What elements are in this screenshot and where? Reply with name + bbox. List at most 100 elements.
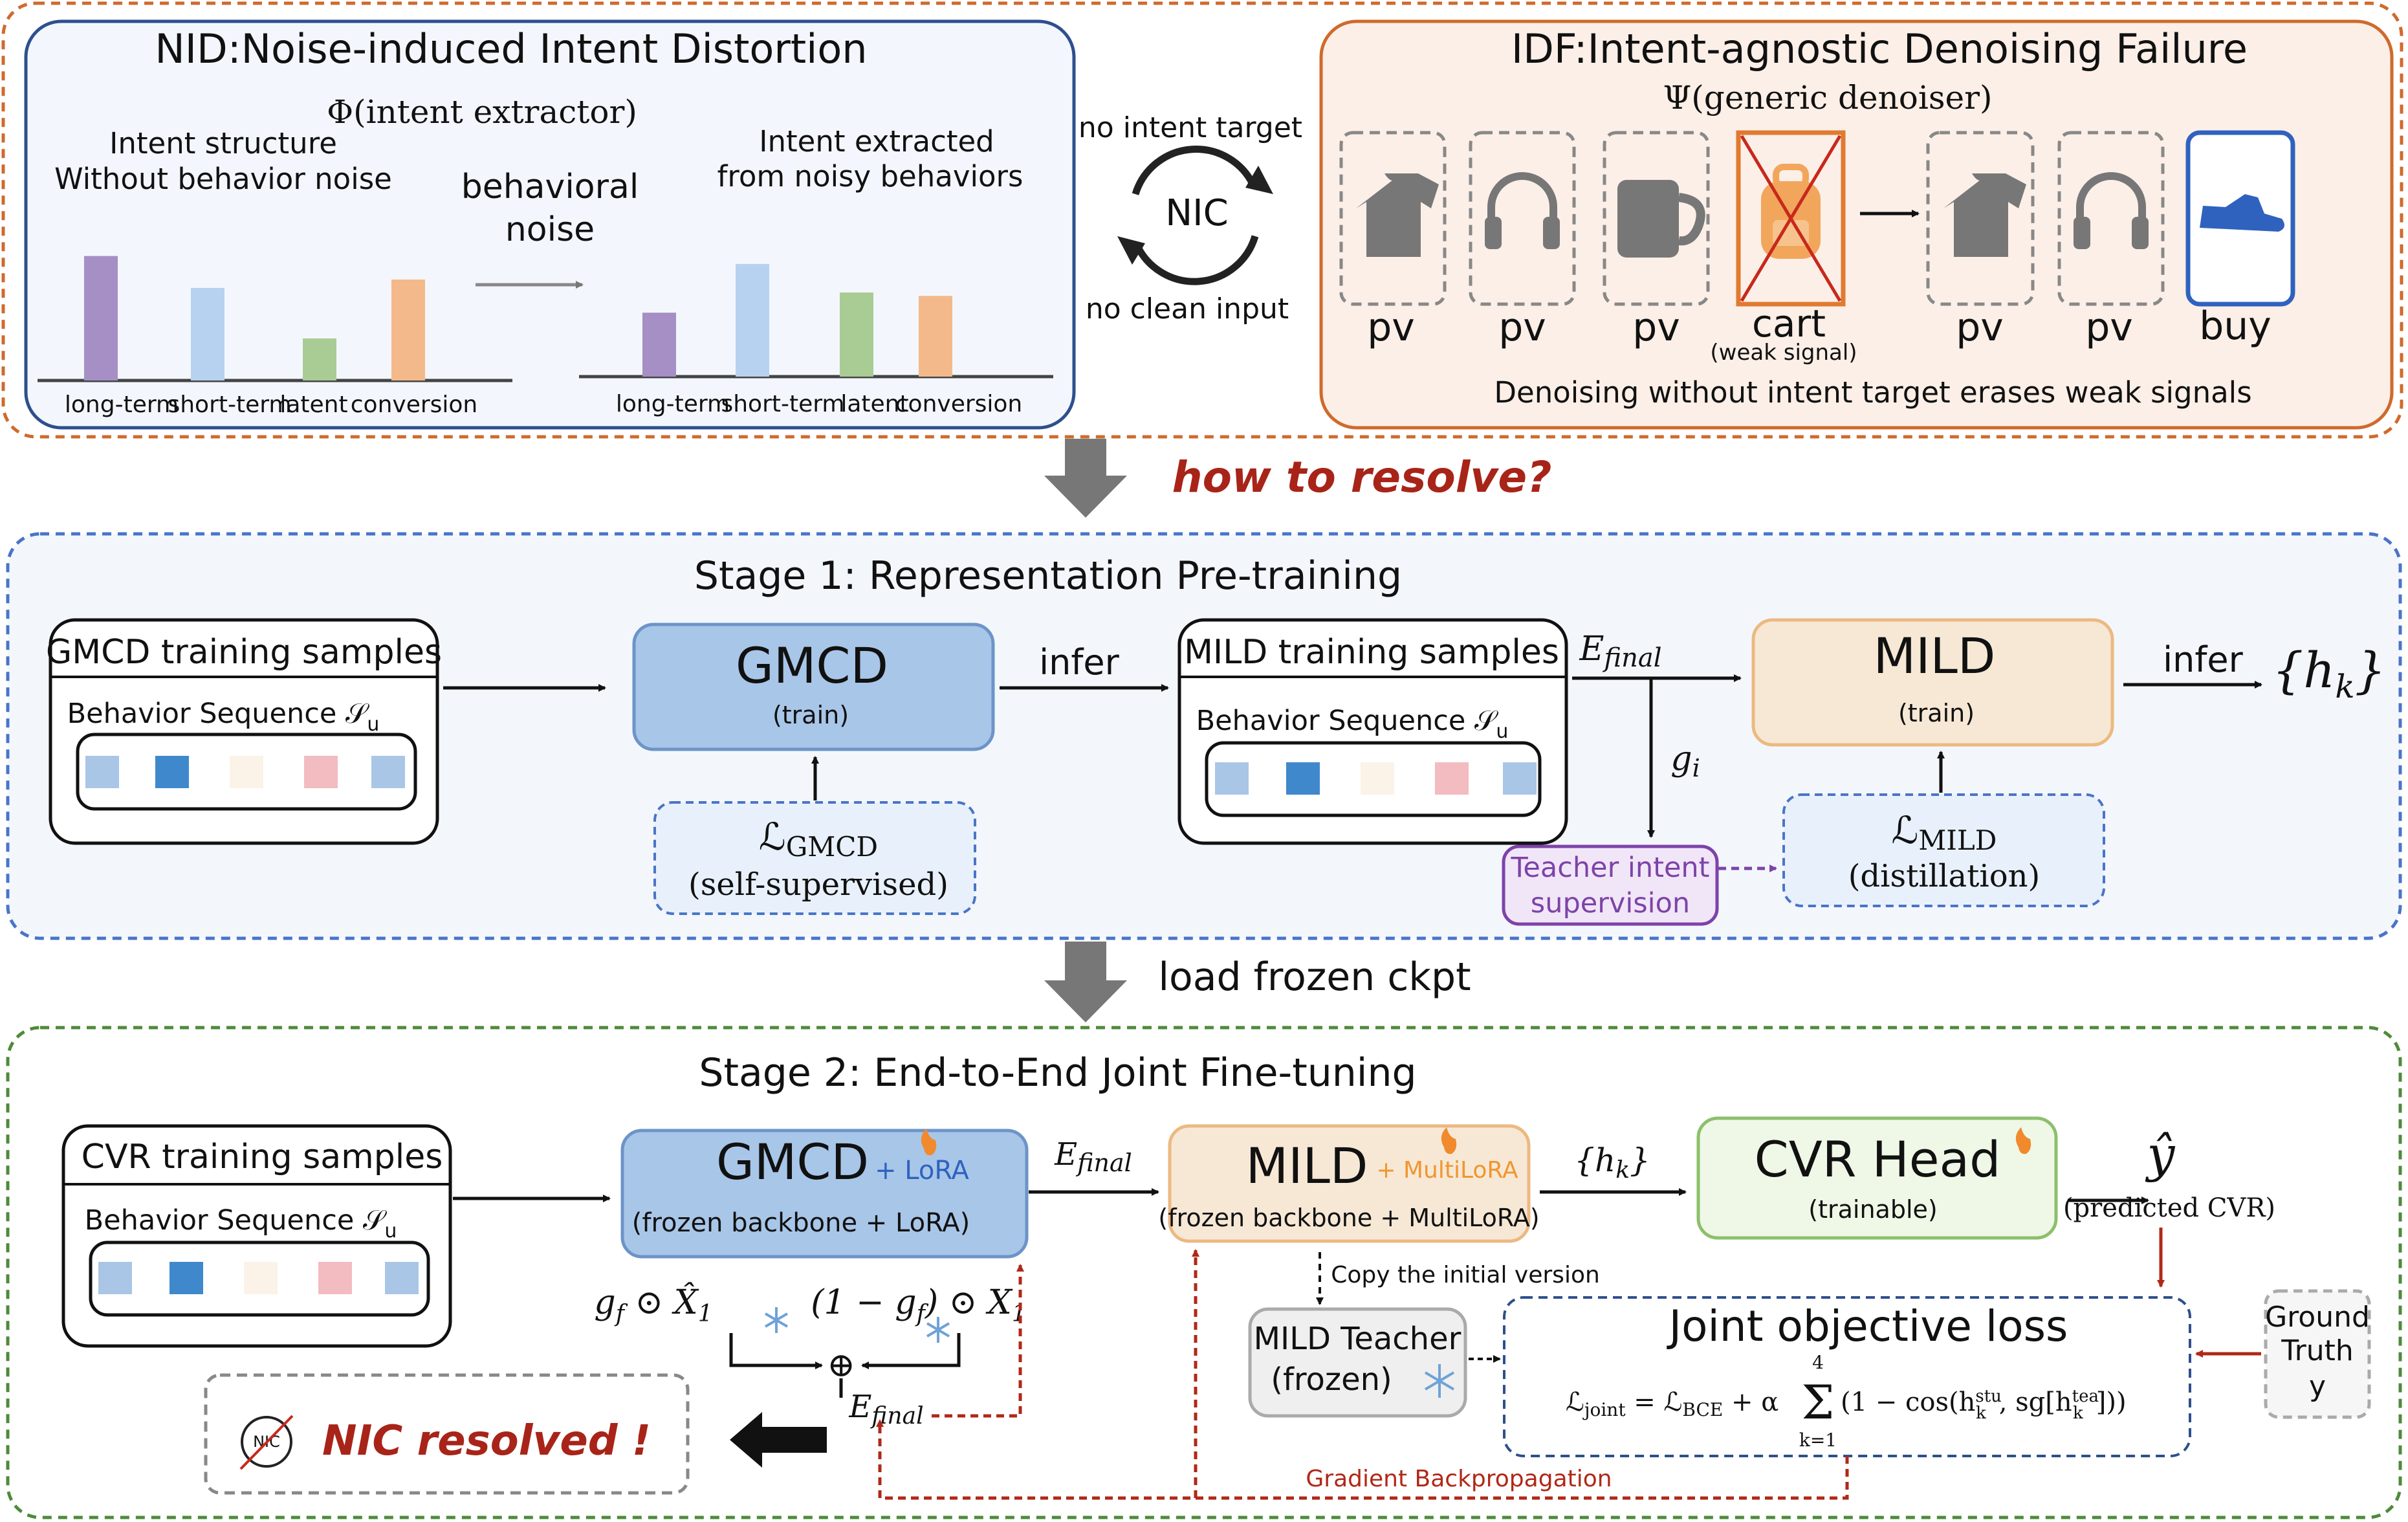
item-box-pv-3: [1603, 131, 1710, 306]
nic-cycle-arc-top: [1132, 146, 1258, 195]
gmcd-seq-token-4: [304, 756, 338, 788]
clean-bar-conversion: [391, 280, 425, 380]
problem-section-frame: [1, 1, 2403, 439]
infer-label-2: infer: [2163, 639, 2243, 680]
nid-title: NID:Noise-induced Intent Distortion: [155, 25, 867, 72]
tshirt-icon: [1943, 173, 2026, 257]
denoiser-label: Ψ(generic denoiser): [1663, 79, 1992, 116]
mild-loss-sub: MILD: [1918, 824, 1997, 856]
teacher-supervision-line1: Teacher intent: [1510, 852, 1709, 884]
gmcd-lora-tag: + LoRA: [875, 1156, 969, 1186]
mild-seq-token-4: [1435, 762, 1469, 795]
item-label-pv-3: pv: [1632, 305, 1680, 350]
gmcd-train-box: [632, 623, 995, 751]
f-sum-symbol: Σ: [1802, 1375, 1835, 1429]
f-k2: k: [2073, 1404, 2083, 1423]
efinal-label-1: Efinal: [1579, 630, 1661, 673]
ground-truth-box: [2264, 1289, 2371, 1419]
nic-resolved-icon: NIC: [239, 1415, 294, 1470]
mild-train-box: [1751, 618, 2114, 747]
nic-cycle-arrowhead-bottom: [1117, 236, 1145, 265]
gmcd-lora-name: GMCD: [716, 1133, 869, 1191]
cvr-seq-label-sub: u: [384, 1220, 397, 1242]
cvr-seq-label-text: Behavior Sequence 𝒮: [85, 1204, 387, 1237]
snowflake-icon: [1424, 1364, 1455, 1398]
f-sum-bottom: k=1: [1799, 1429, 1837, 1451]
mild-multilora-tag: + MultiLoRA: [1376, 1157, 1518, 1184]
noisy-tick-conversion: conversion: [895, 391, 1023, 417]
mild-seq-token-2: [1286, 762, 1320, 795]
clean-tick-latent: latent: [279, 392, 347, 418]
f-bce-sub: BCE: [1682, 1399, 1723, 1420]
teacher-supervision-box: [1502, 844, 1719, 926]
nic-cycle-arrowhead-top: [1245, 166, 1273, 194]
mild-train-sub: (train): [1898, 699, 1975, 727]
grad-arrow-main: [876, 1419, 1849, 1500]
noisy-caption-2: from noisy behaviors: [717, 159, 1023, 193]
joint-loss-formula: ℒjoint = ℒBCE + α: [1566, 1387, 1779, 1420]
headphones-icon: [2074, 172, 2149, 249]
item-box-pv-1: [1339, 131, 1447, 306]
cvr-seq-label: Behavior Sequence 𝒮u: [85, 1204, 397, 1242]
mild-loss-note: (distillation): [1848, 858, 2041, 894]
item-box-pv-2: [1469, 131, 1576, 306]
stage1-hk-sub: k: [2335, 668, 2354, 705]
noisy-tick-short-term: short-term: [721, 391, 844, 417]
stage1-output-hk: {hk}: [2272, 641, 2386, 705]
yhat-symbol: ŷ: [2145, 1125, 2176, 1183]
headphones-icon: [1485, 172, 1560, 249]
gate-right-open: (1 − g: [811, 1283, 916, 1322]
gmcd-seq-token-1: [85, 756, 119, 788]
mild-loss-L: ℒ: [1892, 808, 1919, 852]
tshirt-icon: [1356, 173, 1439, 257]
joint-loss-title: Joint objective loss: [1667, 1301, 2068, 1351]
cross-line-2: [1740, 135, 1842, 302]
gi-sub: i: [1692, 754, 1700, 782]
noisy-tick-long-term: long-term: [616, 391, 730, 417]
stage1-hk-close: }: [2355, 641, 2386, 699]
fire-icon: [2015, 1127, 2031, 1154]
cvr-seq-token-4: [318, 1262, 352, 1294]
stage2-hk-close: }: [1630, 1142, 1650, 1179]
stage2-hk-open: {h: [1574, 1142, 1615, 1179]
ground-truth-line3: y: [2309, 1370, 2326, 1403]
f-eq: = ℒ: [1626, 1387, 1683, 1417]
clean-tick-long-term: long-term: [65, 392, 179, 418]
item-box-cart: [1736, 130, 1846, 307]
efinal-2-sub: final: [1075, 1149, 1132, 1177]
gmcd-lora-sub: (frozen backbone + LoRA): [632, 1208, 970, 1238]
cvr-seq-token-5: [385, 1262, 419, 1294]
item-box-pv-5: [2057, 131, 2165, 306]
mild-seq-label-sub: u: [1496, 720, 1508, 743]
ground-truth-line2: Truth: [2281, 1334, 2354, 1367]
copy-note: Copy the initial version: [1331, 1262, 1600, 1288]
gmcd-seq-label: Behavior Sequence 𝒮u: [67, 698, 380, 736]
cvr-samples-title: CVR training samples: [82, 1138, 443, 1176]
cvr-head-sub: (trainable): [1808, 1195, 1937, 1224]
mild-name: MILD: [1874, 627, 1996, 685]
clean-caption-1: Intent structure: [109, 126, 337, 160]
noisy-bar-latent: [840, 292, 873, 377]
nic-cycle-arc-bottom: [1133, 235, 1259, 285]
resolved-arrow: [730, 1412, 827, 1468]
gmcd-loss-L: ℒ: [759, 815, 786, 859]
gmcd-loss-box: [653, 801, 976, 915]
item-label-pv-5: pv: [2085, 305, 2133, 350]
mild-seq-token-1: [1215, 762, 1249, 795]
noisy-bar-conversion: [919, 296, 952, 377]
item-box-pv-4: [1926, 131, 2035, 306]
mug-icon: [1617, 180, 1705, 258]
f-lhs-sub: joint: [1582, 1399, 1626, 1420]
cvr-seq-token-1: [98, 1262, 132, 1294]
nic-bottom-text: no clean input: [1086, 292, 1289, 325]
idf-title: IDF:Intent-agnostic Denoising Failure: [1511, 25, 2248, 72]
ground-truth-line1: Ground: [2265, 1301, 2370, 1334]
f-end: ])): [2096, 1387, 2127, 1417]
gi-label: gi: [1670, 740, 1700, 782]
stage2-hk-sub: k: [1615, 1157, 1630, 1184]
extractor-label: Φ(intent extractor): [327, 93, 637, 131]
cvr-seq-token-3: [244, 1262, 278, 1294]
